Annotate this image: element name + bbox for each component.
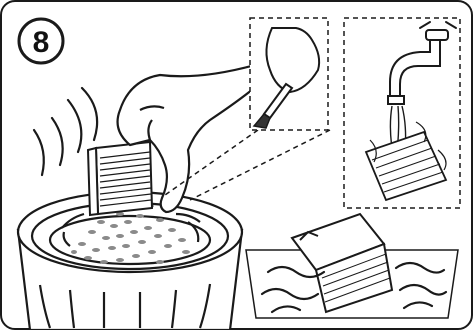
brush-icon: [252, 82, 294, 129]
filter-cartridge: [86, 140, 154, 217]
callout-connectors: [164, 129, 331, 201]
dust-particles: [71, 196, 190, 264]
brush-detail-panel: [249, 17, 329, 131]
step-number: 8: [33, 26, 50, 59]
water-waves: [260, 261, 448, 314]
rinsed-filter: [364, 121, 448, 202]
soak-detail-panel: [245, 212, 459, 319]
trash-bin: [16, 190, 244, 330]
motion-lines: [32, 86, 99, 177]
soaking-filter: [290, 212, 394, 314]
step-badge: 8: [17, 17, 65, 65]
rinse-detail-panel: [343, 17, 461, 209]
brush-hand: [265, 27, 321, 94]
faucet-icon: [387, 21, 457, 105]
hand: [116, 63, 260, 214]
